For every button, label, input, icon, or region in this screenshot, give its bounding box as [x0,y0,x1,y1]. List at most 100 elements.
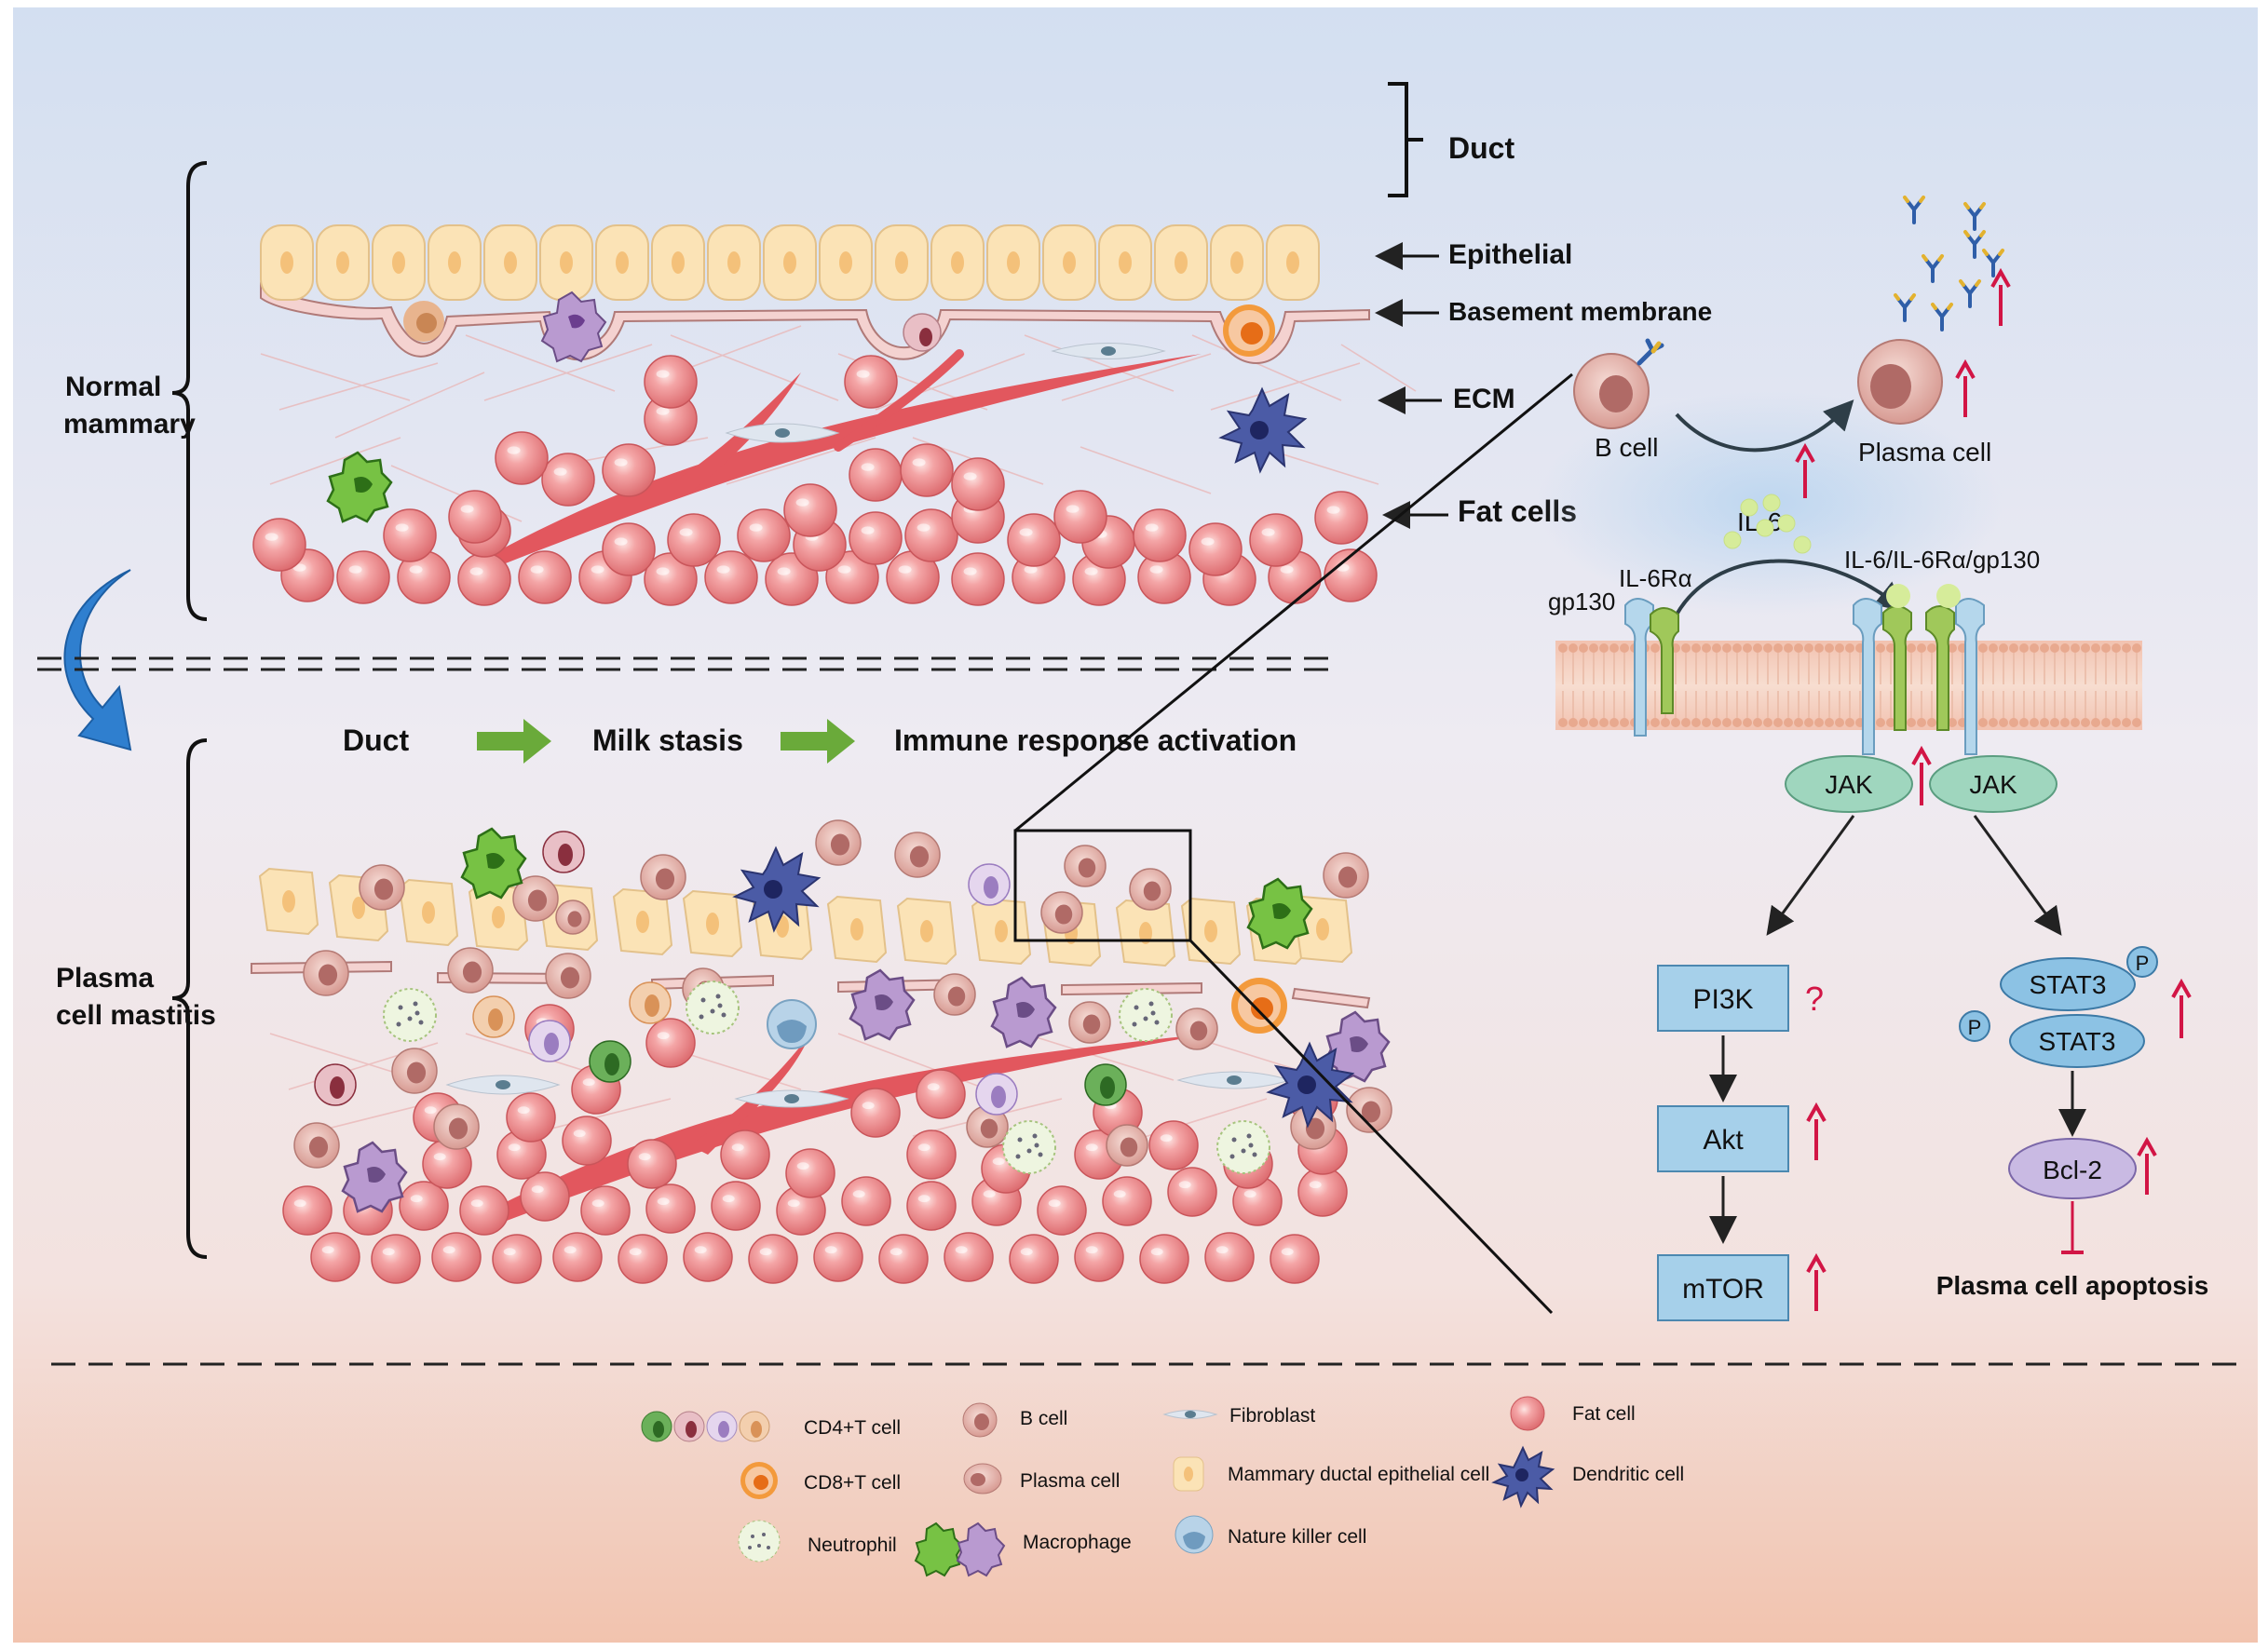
epithelial-layer [260,224,1320,301]
fat-cell [916,1069,966,1119]
epithelial-cell [539,224,593,301]
b-cell [933,973,976,1016]
cd4-t-cell [542,831,585,873]
epithelial-cell [826,895,888,964]
up-arrow-icon [1806,1102,1827,1160]
up-arrow-icon [2137,1136,2157,1195]
fat-cell [844,355,898,409]
differentiation-arrow [1675,399,1854,453]
b-cell [391,1048,438,1094]
jak-node: JAK [1929,755,2057,813]
jak-to-stat3-arrow [1973,815,2062,936]
fat-cell [704,550,758,604]
b-cell [894,832,941,878]
fat-cell [951,457,1005,511]
cd4-t-cell [589,1040,632,1083]
antibody-icon [1903,196,1925,224]
jak-label: JAK [1825,770,1873,799]
b-cell [1323,852,1369,899]
fat-cell [459,1185,509,1236]
antibody-icon [1963,202,1986,231]
epithelial-cell [682,889,743,958]
svg-text:P: P [2136,952,2150,975]
fat-cell [849,511,903,565]
fat-cell [1137,550,1191,604]
fat-cell [850,1088,901,1138]
b-cell [359,864,405,911]
up-arrow-icon [1911,745,1932,805]
fat-cell [399,1181,449,1231]
antibody-icon [1982,249,2004,277]
fat-cell [825,550,879,604]
fat-cell [580,1185,631,1236]
plasma-cell-label: Plasma cell [1858,438,1991,467]
fat-cell [886,550,940,604]
upregulation-arrows [1795,267,2192,1311]
blood-vessel-branch [689,1034,810,1155]
flow-arrow [477,719,551,764]
fat-cell [457,552,511,606]
fat-cell [645,1018,696,1068]
jak-node: JAK [1785,755,1913,813]
macrophage [1246,877,1313,950]
fibroblast [445,1075,561,1095]
il6r-label: IL-6Rα [1619,564,1692,592]
fat-cell [336,550,390,604]
b-cell-label: B cell [1595,433,1658,462]
plasma-cell-icon [1857,339,1943,425]
stat3-node: STAT3 [2000,957,2136,1011]
legend-cd4-icons [641,1411,770,1442]
fat-cell [431,1232,482,1282]
cd4-t-cell [403,301,444,342]
legend-fat-cell-icon [1510,1396,1545,1431]
b-cell [545,953,591,999]
fat-cell [1324,548,1378,602]
fat-cell [252,518,306,572]
epithelial-cell [1210,224,1264,301]
fat-cell [602,522,656,576]
legend: CD4+T cell CD8+T cell Neutrophil B cell … [641,1396,1684,1577]
fat-cell [783,483,837,537]
neutrophil [383,988,437,1042]
fat-cell [1297,1167,1348,1217]
receptor-complex [1853,584,1985,755]
macrophage [540,291,607,363]
legend-epithelial-icon [1173,1456,1204,1492]
legend-nk-cell-label: Nature killer cell [1228,1526,1366,1548]
nk-cell [767,999,817,1049]
flow-step-immune-activation: Immune response activation [894,724,1297,757]
flow-step-milk-stasis: Milk stasis [592,724,743,757]
stat3-node: STAT3 [2009,1014,2145,1068]
epithelial-cell [372,224,426,301]
epithelial-cell [1266,224,1320,301]
legend-b-cell-label: B cell [1020,1408,1067,1429]
fat-cell [683,1232,733,1282]
gp130-receptor [1624,598,1654,737]
macrophage [849,968,916,1041]
blood-vessel-branch [671,372,801,494]
fat-cell [1270,1234,1320,1284]
b-cell [815,819,862,866]
fibroblast [734,1089,849,1108]
b-cell [1040,891,1083,934]
b-cell [1175,1008,1218,1050]
plasma-cell-mastitis-brace [171,738,208,1259]
macrophage [1324,1010,1391,1083]
fat-cell [1148,1120,1199,1170]
epithelial-cell [1098,224,1152,301]
macrophage [341,1141,408,1213]
epithelial-label: Epithelial [1448,239,1572,270]
fat-cell [448,490,502,544]
fat-cell [1037,1185,1087,1236]
fat-cell [371,1234,421,1284]
fat-cell [667,513,721,567]
fat-cell [813,1232,863,1282]
panel-separator [37,656,1332,671]
fat-cell [951,552,1005,606]
epithelial-cell [1115,899,1176,967]
epithelial-cell [971,897,1032,966]
fat-cell [1249,513,1303,567]
fat-cell [495,431,549,485]
akt-label: Akt [1703,1125,1744,1156]
